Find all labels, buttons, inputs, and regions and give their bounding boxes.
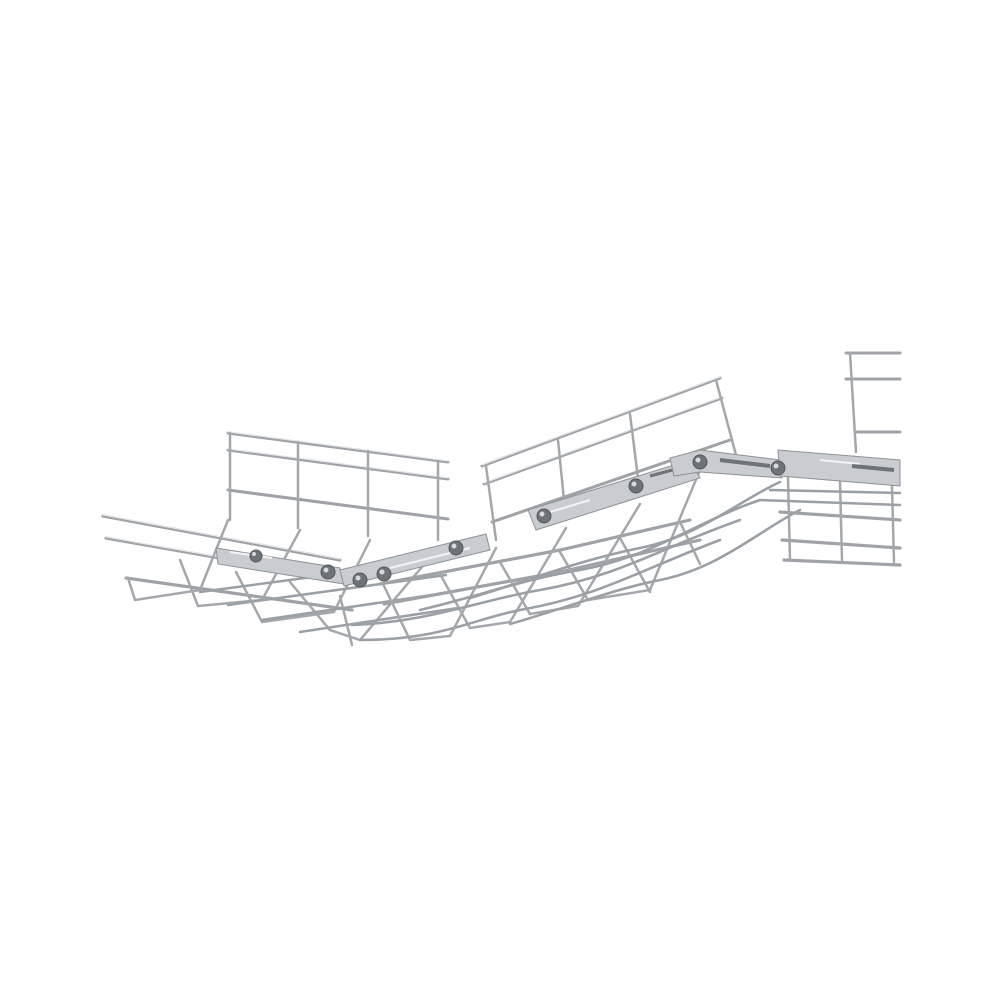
bolt: [448, 540, 464, 556]
bolts: [249, 454, 786, 588]
bolt: [770, 460, 786, 476]
bolt: [536, 508, 552, 524]
bolt: [628, 478, 644, 494]
tray-segment-right: [758, 351, 902, 567]
bolt: [692, 454, 708, 470]
bolt: [249, 549, 263, 563]
bolt: [376, 566, 392, 582]
tray-segment-middle: [350, 376, 802, 642]
bolt: [352, 572, 368, 588]
bolt-highlights: [252, 457, 779, 581]
bolt: [320, 564, 336, 580]
